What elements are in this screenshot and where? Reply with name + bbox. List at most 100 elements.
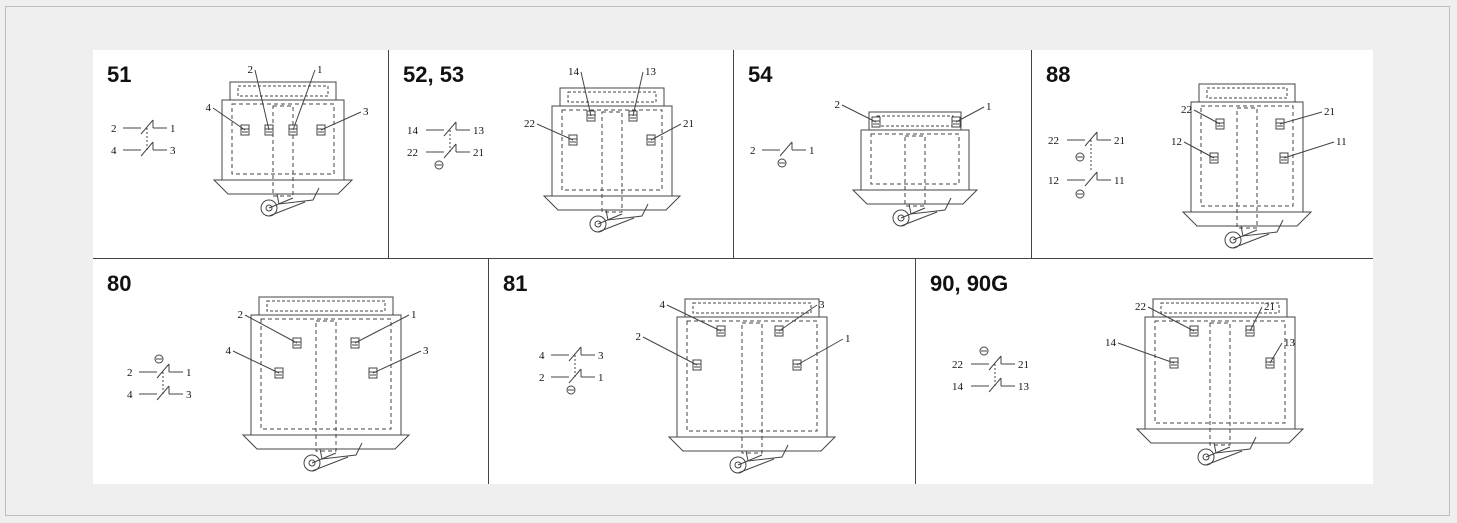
- model-label: 51: [107, 62, 132, 87]
- terminal-label: 13: [1284, 337, 1296, 349]
- terminal-label: 1: [317, 64, 323, 76]
- base-flange: [212, 179, 354, 195]
- base-flange: [851, 189, 979, 205]
- roller-hub: [308, 459, 316, 467]
- divider: [93, 258, 1373, 259]
- terminal-label: 22: [1048, 135, 1059, 147]
- contact-blade: [156, 385, 170, 401]
- plunger-slot: [315, 320, 337, 452]
- actuator-lever: [276, 187, 320, 205]
- model-label: 80: [107, 271, 132, 296]
- terminal-label: 13: [645, 66, 657, 78]
- housing-top-inner: [1206, 87, 1288, 99]
- leader-line: [536, 123, 574, 141]
- contact-blade: [140, 141, 154, 157]
- terminal-label: 3: [363, 106, 369, 118]
- terminal-label: 1: [986, 101, 992, 113]
- leader-line: [1147, 306, 1195, 332]
- terminal-label: 4: [226, 345, 232, 357]
- terminal-label: 1: [186, 367, 192, 379]
- plunger-slot: [904, 135, 926, 207]
- contact-blade: [568, 368, 582, 384]
- terminal-label: 14: [952, 381, 964, 393]
- leader-line: [244, 314, 298, 344]
- leader-line: [642, 336, 698, 366]
- ground-symbol: [1075, 189, 1085, 199]
- roller-arm: [268, 197, 294, 209]
- terminal-label: 2: [238, 309, 244, 321]
- housing-top-inner: [237, 85, 329, 97]
- terminal-label: 11: [1336, 136, 1347, 148]
- contact-blade: [988, 377, 1002, 393]
- terminal-label: 22: [1181, 104, 1192, 116]
- housing-top: [229, 81, 337, 101]
- base-flange: [542, 195, 682, 211]
- terminal-label: 4: [660, 299, 666, 311]
- contact-blade: [443, 143, 457, 159]
- leader-line: [212, 107, 246, 131]
- switch-body: [1144, 316, 1296, 430]
- housing-top-inner: [876, 115, 954, 127]
- switch-body-inner: [1154, 320, 1286, 424]
- switch-body: [860, 129, 970, 191]
- terminal-label: 4: [127, 389, 133, 401]
- terminal-label: 22: [524, 118, 535, 130]
- roller-arm: [1205, 450, 1243, 466]
- terminal-label: 2: [539, 372, 545, 384]
- leader-line: [580, 71, 592, 117]
- contact-blade: [568, 346, 582, 362]
- terminal-label: 14: [568, 66, 580, 78]
- leader-line: [1117, 342, 1175, 364]
- terminal-label: 14: [1105, 337, 1117, 349]
- leader-line: [1249, 306, 1263, 332]
- plunger-slot: [272, 105, 294, 197]
- leader-line: [841, 104, 877, 123]
- contact-blade: [140, 119, 154, 135]
- terminal-label: 22: [952, 359, 963, 371]
- divider: [733, 50, 734, 258]
- model-label: 81: [503, 271, 528, 296]
- leader-line: [1269, 342, 1283, 364]
- divider: [388, 50, 389, 258]
- housing-top-inner: [692, 302, 812, 314]
- terminal-label: 22: [407, 147, 418, 159]
- roller-arm: [737, 454, 763, 466]
- roller-arm: [597, 217, 635, 233]
- terminal-label: 2: [127, 367, 133, 379]
- ground-symbol: [777, 158, 787, 168]
- roller-hub: [1229, 236, 1237, 244]
- plunger-slot: [741, 322, 763, 454]
- model-label: 52, 53: [403, 62, 465, 87]
- terminal-label: 2: [636, 331, 642, 343]
- housing-top-inner: [266, 300, 386, 312]
- actuator-lever: [605, 203, 649, 221]
- housing-top: [258, 296, 394, 316]
- terminal-label: 1: [170, 123, 176, 135]
- leader-line: [254, 69, 270, 131]
- model-label: 90, 90G: [930, 271, 1009, 296]
- roller-arm: [737, 458, 775, 474]
- ground-symbol: [979, 346, 989, 356]
- housing-top: [559, 87, 665, 107]
- base-flange: [667, 436, 837, 452]
- switch-body-inner: [1200, 105, 1294, 207]
- roller-arm: [311, 456, 349, 472]
- terminal-label: 4: [111, 145, 117, 157]
- contact-blade: [1084, 131, 1098, 147]
- housing-top: [868, 111, 962, 131]
- contact-blade: [779, 141, 793, 157]
- housing-top: [684, 298, 820, 318]
- leader-line: [650, 123, 682, 141]
- terminal-label: 3: [170, 145, 176, 157]
- roller-arm: [1232, 229, 1258, 241]
- base-flange: [241, 434, 411, 450]
- leader-line: [320, 111, 362, 131]
- contact-blade: [156, 363, 170, 379]
